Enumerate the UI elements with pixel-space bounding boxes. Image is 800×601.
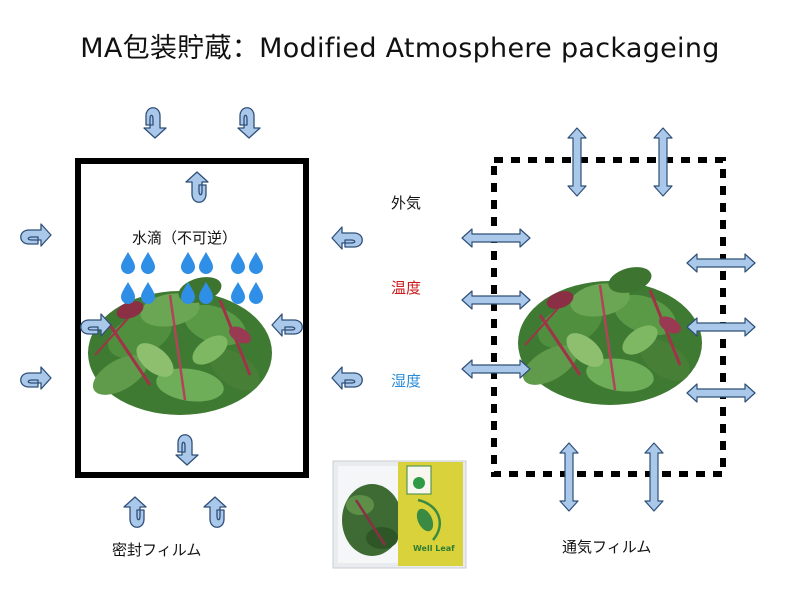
salad-image-right [515,261,704,407]
hook-arrow-inner-top [185,171,209,203]
humidity-label: 湿度 [391,372,422,390]
sealed-film-label: 密封フィルム [112,541,202,559]
diagram-title: MA包装貯蔵：Modified Atmosphere packageing [80,33,720,64]
hook-arrow-inner-right [271,313,303,337]
vented-film-label: 通気フィルム [562,538,652,556]
hook-arrow-right-2 [331,366,363,390]
hook-arrow-bottom-2 [203,496,227,528]
temperature-label: 温度 [391,279,422,297]
exchange-arrow-right-3 [686,383,756,403]
hook-arrow-inner-bottom [175,434,199,466]
hook-arrow-top-1 [143,107,167,139]
hook-arrow-left-1 [20,223,52,247]
hook-arrow-bottom-1 [123,496,147,528]
hook-arrow-right-1 [331,226,363,250]
exchange-arrow-right-2 [686,317,756,337]
outside-air-label: 外気 [391,194,422,212]
product-package-photo: Well Leaf [332,460,467,569]
water-drop-label: 水滴（不可逆） [132,229,238,247]
package-brand-text: Well Leaf [413,544,455,553]
exchange-arrow-left-1 [461,228,531,248]
sealed-package-outline [75,158,309,478]
water-drops [121,252,263,304]
hook-arrow-left-2 [20,366,52,390]
hook-arrow-top-2 [237,107,261,139]
